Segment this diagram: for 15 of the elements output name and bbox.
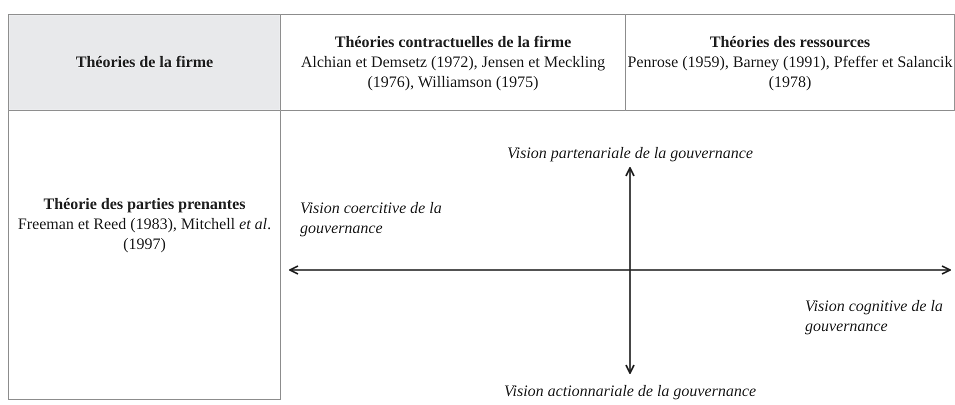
axis-label: Vision actionnariale de la gouvernance (502, 382, 758, 402)
axis-label: Vision partenariale de la gouvernance (506, 144, 754, 164)
row-header (8, 110, 281, 400)
heading: Théories de la firme (76, 52, 214, 72)
heading: Théorie des parties prenantes (44, 195, 246, 215)
heading: Théories contractuelles de la firme (334, 32, 572, 52)
column-header (625, 14, 955, 111)
references: Freeman et Reed (1983), Mitchell et al. (1997) (16, 215, 272, 255)
references: Penrose (1959), Barney (1991), Pfeffer et Salancik (1978) (626, 52, 954, 92)
heading: Théories des ressources (710, 32, 870, 52)
axis-label: Vision coercitive de la gouvernance (300, 199, 443, 239)
axis-label: Vision cognitive de la gouvernance (805, 297, 944, 337)
column-header (8, 14, 281, 111)
references: Alchian et Demsetz (1972), Jensen et Meckling (1976), Williamson (1975) (300, 52, 606, 92)
column-header (280, 14, 626, 111)
